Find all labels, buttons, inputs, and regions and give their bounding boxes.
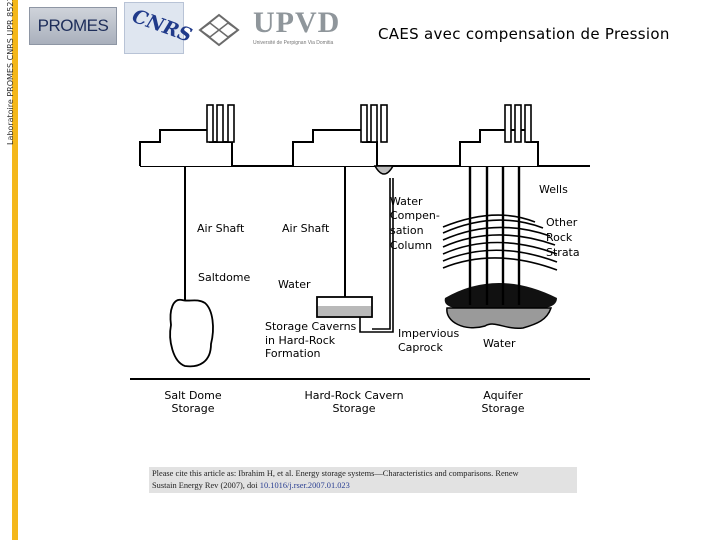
citation-box: Please cite this article as: Ibrahim H, …: [149, 467, 577, 493]
caption-hard-rock-2: Storage: [332, 402, 375, 415]
label-water-column-2: Compen-: [390, 209, 440, 222]
label-saltdome: Saltdome: [198, 271, 251, 284]
page-title: CAES avec compensation de Pression: [378, 25, 670, 43]
caption-hard-rock-1: Hard-Rock Cavern: [304, 389, 403, 402]
citation-line-2-prefix: Sustain Energy Rev (2007), doi: [152, 481, 260, 490]
plant-hard-rock: [292, 104, 388, 166]
citation-line-1: Please cite this article as: Ibrahim H, …: [152, 469, 519, 478]
label-other-rock-strata-2: Rock: [546, 231, 573, 244]
label-water-column-1: Water: [390, 195, 423, 208]
label-wells: Wells: [539, 183, 568, 196]
promes-logo-text: PROMES: [37, 16, 109, 35]
caption-aquifer-2: Storage: [481, 402, 524, 415]
plant-salt-dome: [139, 104, 235, 166]
vertical-lab-label-text: Laboratoire PROMES CNRS UPR 8521: [6, 0, 15, 145]
label-water-column-4: Column: [390, 239, 432, 252]
cavern-water: [318, 306, 371, 316]
upvd-logo: UPVD Université de Perpignan Via Domitia: [253, 8, 348, 48]
side-accent-bar: [12, 0, 18, 540]
citation-doi-link[interactable]: 10.1016/j.rser.2007.01.023: [259, 481, 350, 490]
label-other-rock-strata-3: Strata: [546, 246, 580, 259]
label-water-aquifer: Water: [483, 337, 516, 350]
rock-strata: [442, 214, 558, 271]
label-water-hardrock: Water: [278, 278, 311, 291]
upvd-logo-text: UPVD: [253, 6, 341, 39]
promes-logo: PROMES: [29, 7, 117, 45]
caption-salt-dome-1: Salt Dome: [164, 389, 222, 402]
cnrs-logo: CNRS: [124, 2, 195, 54]
cnrs-logo-text: CNRS: [129, 5, 195, 47]
label-other-rock-strata-1: Other: [546, 216, 578, 229]
salt-dome-cavern: [169, 298, 214, 368]
label-storage-caverns-1: Storage Caverns: [265, 320, 357, 333]
label-air-shaft-salt: Air Shaft: [197, 222, 245, 235]
aquifer-water: [446, 307, 553, 329]
label-impervious-caprock-2: Caprock: [398, 341, 443, 354]
lab-diamond-icon: [198, 13, 240, 47]
upvd-logo-subtitle: Université de Perpignan Via Domitia: [253, 40, 334, 46]
plant-aquifer: [459, 104, 539, 166]
caes-storage-diagram: Air Shaft Saltdome Air Shaft Water Stora…: [130, 104, 590, 415]
label-storage-caverns-2: in Hard-Rock: [265, 334, 336, 347]
impervious-caprock: [444, 283, 557, 308]
label-air-shaft-hardrock: Air Shaft: [282, 222, 330, 235]
label-impervious-caprock-1: Impervious: [398, 327, 459, 340]
wells: [468, 166, 521, 305]
caption-salt-dome-2: Storage: [171, 402, 214, 415]
vertical-lab-label: Laboratoire PROMES CNRS UPR 8521: [0, 0, 15, 157]
citation-line-2: Sustain Energy Rev (2007), doi 10.1016/j…: [152, 480, 574, 492]
label-storage-caverns-3: Formation: [265, 347, 321, 360]
label-water-column-3: sation: [390, 224, 424, 237]
water-reservoir: [373, 165, 395, 175]
caption-aquifer-1: Aquifer: [483, 389, 523, 402]
